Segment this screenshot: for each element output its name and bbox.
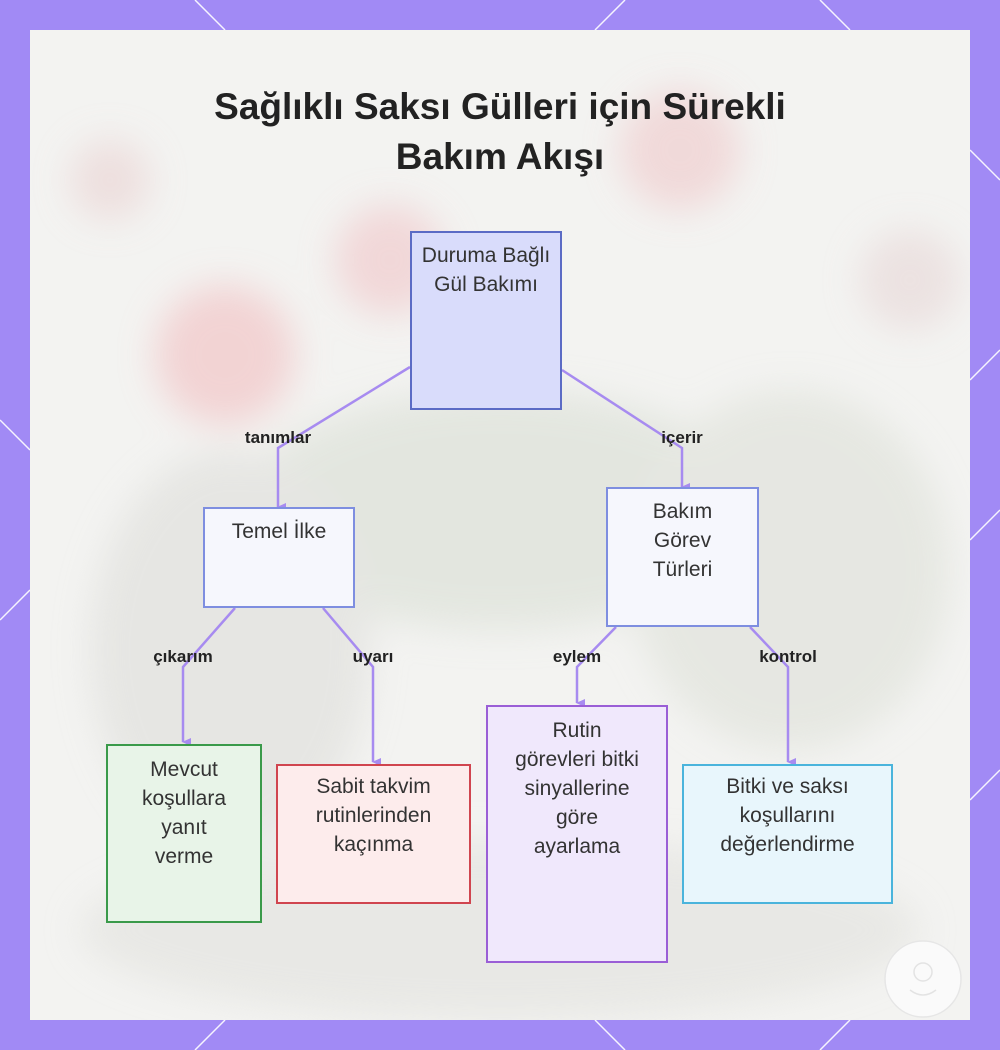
node-avoid: Sabit takvim rutinlerinden kaçınma xyxy=(276,764,471,904)
edge-label-inference: çıkarım xyxy=(153,647,213,666)
node-principle: Temel İlke xyxy=(203,507,355,608)
edge-label-action: eylem xyxy=(552,647,602,666)
node-root-label: Duruma Bağlı Gül Bakımı xyxy=(421,244,551,296)
node-respond: Mevcut koşullara yanıt verme xyxy=(106,744,262,923)
node-assess-label: Bitki ve saksı koşullarını değerlendirme xyxy=(720,775,855,856)
node-adjust-label: Rutin görevleri bitki sinyallerine göre … xyxy=(515,719,639,858)
edge-inference xyxy=(181,607,236,746)
diagram-card: Sağlıklı Saksı Gülleri için Sürekli Bakı… xyxy=(30,30,970,1020)
diagram-title: Sağlıklı Saksı Gülleri için Sürekli Bakı… xyxy=(30,82,970,182)
connectors xyxy=(181,365,796,766)
edge-contains xyxy=(561,368,690,491)
node-root: Duruma Bağlı Gül Bakımı xyxy=(410,231,562,410)
node-principle-label: Temel İlke xyxy=(231,520,327,543)
edge-action xyxy=(575,626,617,707)
edge-label-defines: tanımlar xyxy=(244,428,312,447)
title-line-1: Sağlıklı Saksı Gülleri için Sürekli xyxy=(214,86,786,127)
edge-label-control: kontrol xyxy=(759,647,817,666)
node-task-types: Bakım Görev Türleri xyxy=(606,487,759,627)
node-task-types-label: Bakım Görev Türleri xyxy=(652,500,713,581)
watermark-logo xyxy=(884,940,962,1018)
node-assess: Bitki ve saksı koşullarını değerlendirme xyxy=(682,764,893,904)
node-adjust: Rutin görevleri bitki sinyallerine göre … xyxy=(486,705,668,963)
edge-defines xyxy=(276,365,411,511)
node-respond-label: Mevcut koşullara yanıt verme xyxy=(141,758,227,868)
edge-label-contains: içerir xyxy=(661,428,703,447)
edge-warning xyxy=(322,607,381,766)
node-avoid-label: Sabit takvim rutinlerinden kaçınma xyxy=(315,775,432,856)
edge-label-warning: uyarı xyxy=(352,647,394,666)
title-line-2: Bakım Akışı xyxy=(395,136,605,177)
edge-control xyxy=(749,626,796,766)
